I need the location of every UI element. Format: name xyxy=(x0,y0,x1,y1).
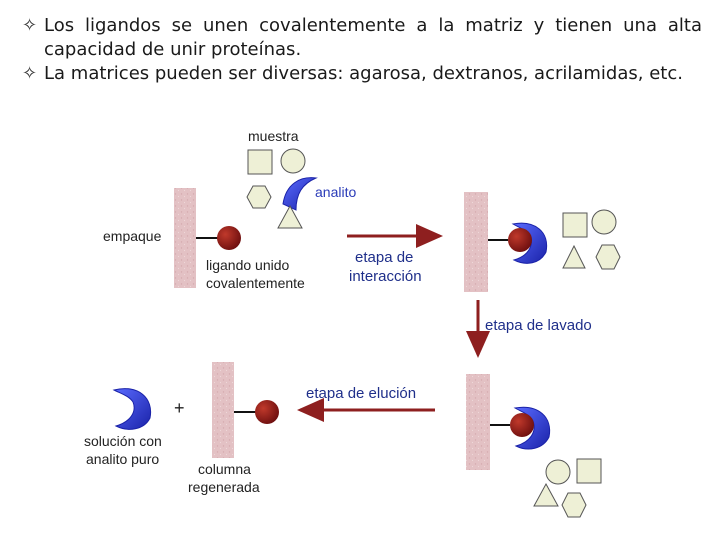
triangle-molecule xyxy=(533,482,559,507)
bullet-text: Los ligandos se unen covalentemente a la… xyxy=(44,15,702,60)
muestra-label: muestra xyxy=(248,128,299,144)
ligand-ball xyxy=(217,226,241,250)
ligand-ball xyxy=(255,400,279,424)
hexagon-molecule xyxy=(595,244,621,270)
plus-sign: + xyxy=(174,398,185,418)
circle-molecule xyxy=(280,148,306,174)
solucion-label-line1: solución con xyxy=(84,433,162,449)
hexagon-molecule xyxy=(561,492,587,518)
ligand-ball xyxy=(508,228,532,252)
triangle-molecule xyxy=(277,204,303,229)
square-molecule xyxy=(247,149,273,175)
bullet-item: ✧ La matrices pueden ser diversas: agaro… xyxy=(22,62,702,86)
square-molecule xyxy=(576,458,602,484)
ligand-ball xyxy=(510,413,534,437)
ligando-label-line2: covalentemente xyxy=(206,275,305,291)
bullet-item: ✧ Los ligandos se unen covalentemente a … xyxy=(22,14,702,62)
solucion-label-line2: analito puro xyxy=(86,451,159,467)
circle-molecule xyxy=(591,209,617,235)
empaque-label: empaque xyxy=(103,228,162,244)
bullet-list: ✧ Los ligandos se unen covalentemente a … xyxy=(22,14,702,86)
circle-molecule xyxy=(545,459,571,485)
interaccion-label-line1: etapa de xyxy=(355,249,413,266)
interaccion-label-line2: interacción xyxy=(349,268,422,285)
sparkle-bullet-icon: ✧ xyxy=(22,63,38,84)
square-molecule xyxy=(562,212,588,238)
analito-label: analito xyxy=(315,184,356,200)
sparkle-bullet-icon: ✧ xyxy=(22,15,38,36)
matrix-column xyxy=(174,188,196,288)
analyte-crescent xyxy=(282,177,318,211)
matrix-column xyxy=(466,374,490,470)
matrix-column xyxy=(212,362,234,458)
hexagon-molecule xyxy=(246,185,272,209)
free-analyte-crescent xyxy=(112,388,152,430)
elucion-label: etapa de elución xyxy=(306,385,416,402)
ligando-label-line1: ligando unido xyxy=(206,257,290,273)
columna-label-line2: regenerada xyxy=(188,479,260,495)
columna-label-line1: columna xyxy=(198,461,251,477)
bullet-text: La matrices pueden ser diversas: agarosa… xyxy=(44,63,683,84)
lavado-label: etapa de lavado xyxy=(485,317,592,334)
triangle-molecule xyxy=(562,244,586,269)
matrix-column xyxy=(464,192,488,292)
